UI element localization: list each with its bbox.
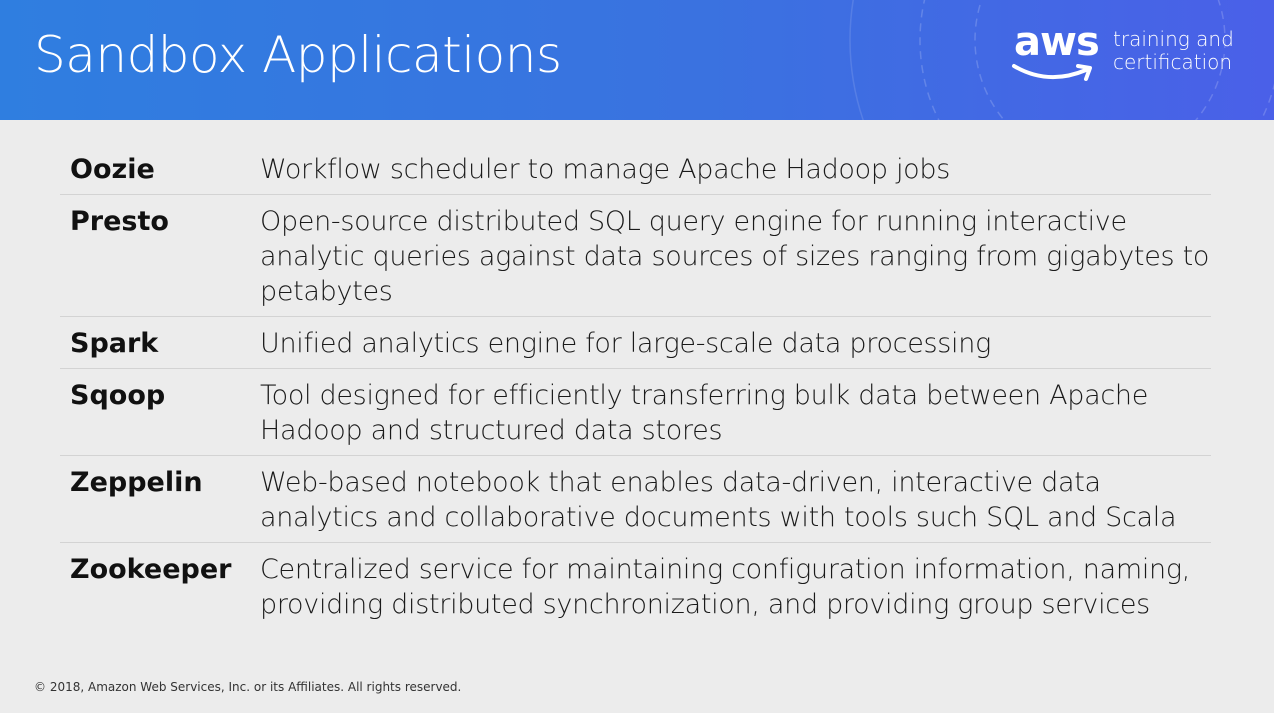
aws-smile-icon <box>1012 64 1092 81</box>
aws-logo-word: aws <box>1014 19 1100 65</box>
app-name: Presto <box>70 206 169 237</box>
app-name: Oozie <box>70 154 155 185</box>
app-name: Sqoop <box>70 380 166 411</box>
table-row: Presto Open-source distributed SQL query… <box>60 195 1211 317</box>
table-row: Zookeeper Centralized service for mainta… <box>60 543 1211 629</box>
logo-tagline: training and certification <box>1113 28 1234 74</box>
table-row: Zeppelin Web-based notebook that enables… <box>60 456 1211 543</box>
app-description: Unified analytics engine for large-scale… <box>260 328 991 359</box>
applications-table: Oozie Workflow scheduler to manage Apach… <box>60 143 1211 629</box>
aws-logo: aws training and certification <box>1008 22 1248 92</box>
app-name: Spark <box>70 328 159 359</box>
app-description: Centralized service for maintaining conf… <box>260 554 1191 620</box>
tagline-line-2: certification <box>1113 50 1233 74</box>
app-description: Web-based notebook that enables data-dri… <box>260 467 1177 533</box>
table-row: Oozie Workflow scheduler to manage Apach… <box>60 143 1211 195</box>
slide-header: Sandbox Applications aws training and ce… <box>0 0 1274 120</box>
tagline-line-1: training and <box>1113 27 1234 51</box>
decorative-arcs <box>849 0 1274 120</box>
app-description: Workflow scheduler to manage Apache Hado… <box>260 154 951 185</box>
app-name: Zeppelin <box>70 467 203 498</box>
app-description: Tool designed for efficiently transferri… <box>260 380 1148 446</box>
copyright-footer: © 2018, Amazon Web Services, Inc. or its… <box>34 680 462 694</box>
app-description: Open-source distributed SQL query engine… <box>260 206 1210 307</box>
table-row: Sqoop Tool designed for efficiently tran… <box>60 369 1211 456</box>
table-row: Spark Unified analytics engine for large… <box>60 317 1211 369</box>
app-name: Zookeeper <box>70 554 232 585</box>
page-title: Sandbox Applications <box>34 26 562 84</box>
